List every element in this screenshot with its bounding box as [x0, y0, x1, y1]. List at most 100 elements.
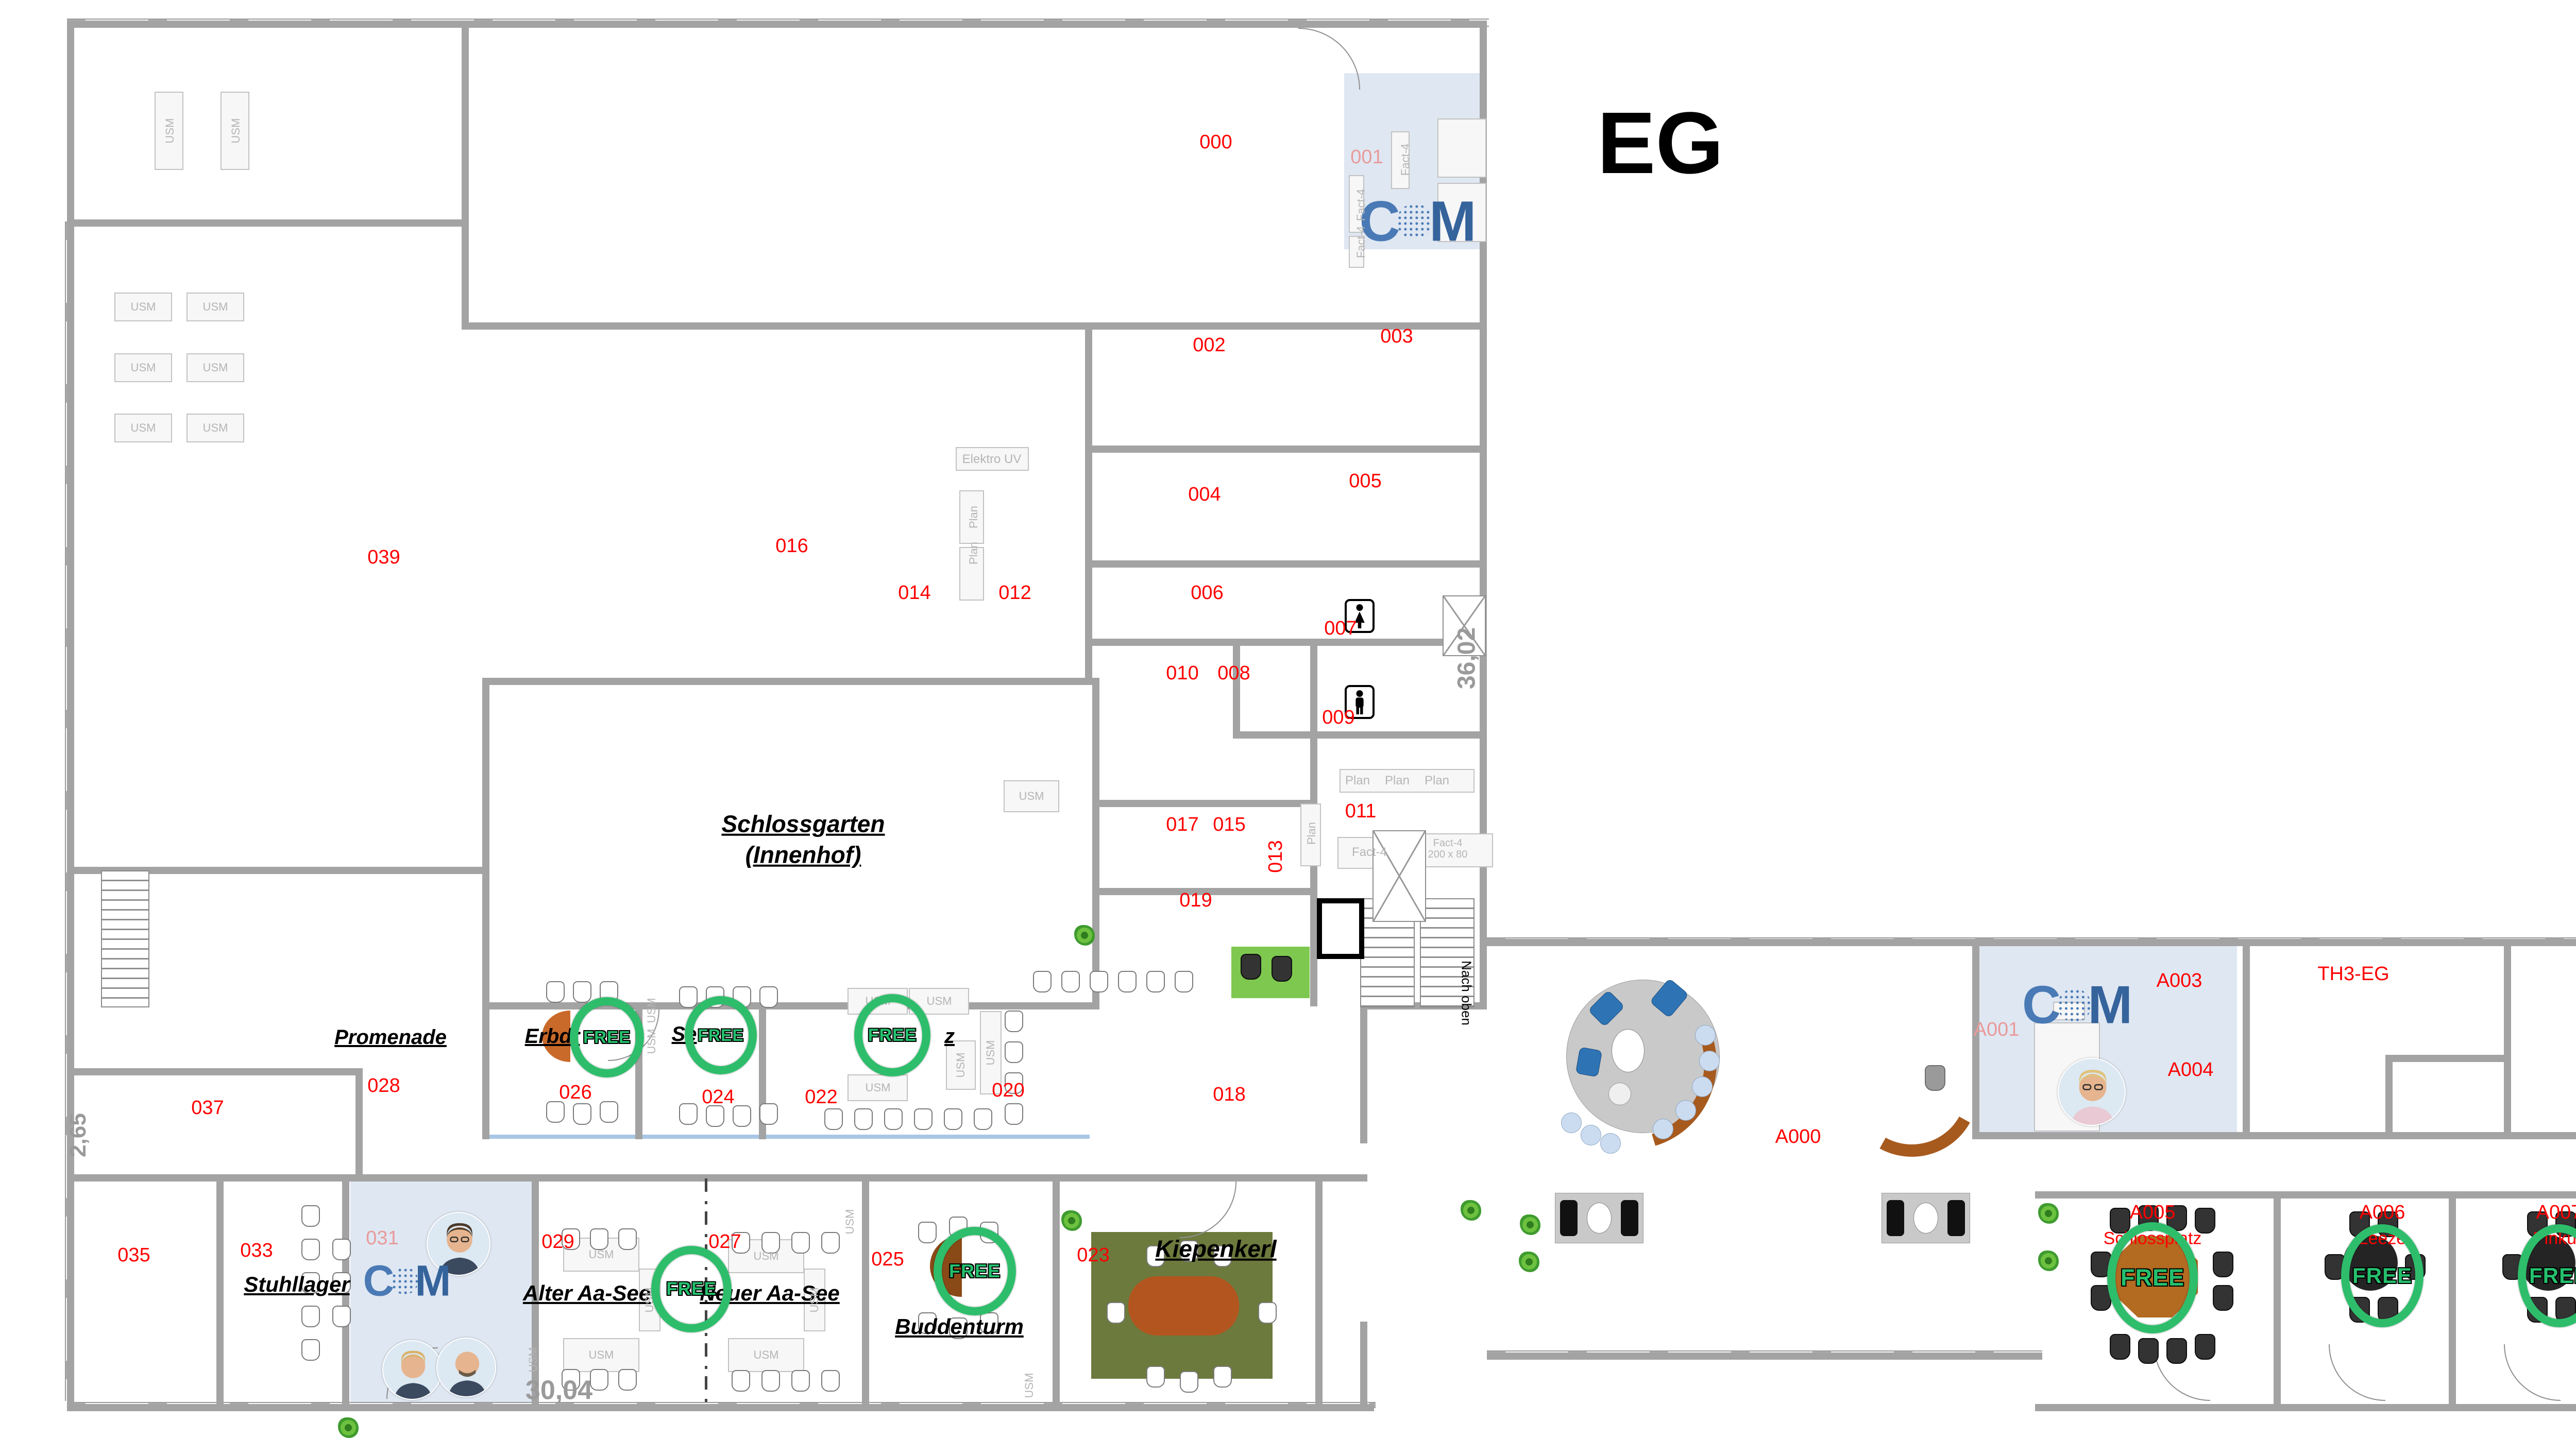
free-badge[interactable]: FREE [2107, 1222, 2198, 1333]
free-badge[interactable]: FREE [685, 996, 757, 1074]
sofa [1621, 1200, 1638, 1236]
room-number-label: A005 [2129, 1202, 2176, 1224]
room-name-label: Stuhllager [244, 1272, 350, 1296]
door-arc [1298, 28, 1360, 90]
wall [482, 678, 1099, 685]
free-badge-label: FREE [948, 1260, 1001, 1281]
door-arc [1180, 1182, 1236, 1238]
chair [759, 986, 778, 1008]
room-number-label: 035 [117, 1244, 150, 1266]
furniture-label: Plan [967, 505, 980, 529]
room-number-label: 023 [1077, 1244, 1110, 1266]
furniture-label: Plan [1304, 821, 1318, 845]
room-number-label: 005 [1349, 470, 1382, 492]
dimension-label: 2,65 [65, 1113, 91, 1157]
com-logo-m: M [1429, 190, 1477, 253]
wall [2504, 939, 2511, 1139]
room-number-label: A001 [1973, 1019, 2020, 1041]
chair [1005, 1011, 1023, 1032]
chair [1090, 971, 1108, 992]
wall [1053, 1174, 1060, 1404]
room-number-label: 026 [559, 1082, 592, 1104]
chair [1146, 1245, 1165, 1267]
chair [1033, 971, 1052, 992]
furniture-label: Fact-4 [1398, 143, 1412, 176]
room-name-label: Promenade [334, 1026, 447, 1049]
plant-icon [1074, 925, 1095, 946]
furniture-box [114, 353, 172, 382]
stairs [1420, 898, 1475, 1007]
chair [332, 1239, 351, 1260]
room-name-label: Alter Aa-See [522, 1280, 651, 1305]
room-number-label: 015 [1213, 814, 1246, 836]
chair [2195, 1208, 2215, 1234]
furniture-label: USM [1019, 789, 1044, 802]
furniture-box [155, 92, 183, 170]
chair [2213, 1285, 2233, 1311]
chair [2213, 1252, 2233, 1277]
wall [2035, 1191, 2576, 1199]
wall [1233, 639, 1240, 739]
free-badge[interactable]: FREE [2341, 1224, 2424, 1327]
wall [67, 1404, 1374, 1411]
room-number-label: 011 [1345, 800, 1377, 823]
chair [301, 1205, 320, 1227]
furniture-box [804, 1269, 825, 1331]
elevator-shaft [1317, 898, 1364, 959]
window-strip [487, 1135, 1090, 1139]
wall [355, 1068, 363, 1174]
chair [733, 1105, 751, 1127]
wall [67, 867, 489, 874]
lounge-table [1612, 1029, 1645, 1072]
free-badge[interactable]: FREE [2518, 1224, 2576, 1327]
furniture-label: USM [202, 361, 228, 374]
free-badge[interactable]: FREE [934, 1227, 1016, 1315]
furniture-label: USM [645, 1029, 658, 1054]
wall [1976, 1132, 2576, 1139]
furniture-box [1349, 175, 1364, 233]
room-number-label: 001 [1350, 146, 1383, 168]
chair [2166, 1338, 2187, 1364]
free-badge[interactable]: FREE [651, 1246, 732, 1332]
room-number-label: 008 [1217, 662, 1250, 684]
stool [1581, 1125, 1601, 1145]
free-badge[interactable]: FREE [854, 994, 930, 1076]
door-arc [2329, 1344, 2385, 1401]
room-number-label: 022 [805, 1086, 838, 1108]
com-logo-m: M [2088, 975, 2133, 1035]
furniture-label: USM [1022, 1373, 1036, 1398]
furniture-label: USM [130, 421, 156, 434]
chair [1146, 1366, 1165, 1388]
plant-icon [338, 1417, 359, 1438]
stool [1692, 1076, 1713, 1097]
wall [1487, 939, 2576, 946]
chair [1175, 971, 1193, 992]
free-badge-label: FREE [2120, 1264, 2184, 1291]
furniture-label: USM [130, 300, 156, 313]
free-badge[interactable]: FREE [570, 997, 644, 1077]
com-logo-c: C [2022, 975, 2061, 1035]
chair [1005, 1103, 1023, 1125]
chair [1146, 971, 1165, 992]
chair [2110, 1208, 2130, 1234]
chair [732, 1370, 750, 1392]
chair [1925, 1065, 1945, 1091]
chair [914, 1108, 933, 1130]
dimension-label: 36,02 [1453, 627, 1481, 690]
furniture-box [959, 547, 984, 601]
wc-women-icon [1345, 599, 1375, 633]
wall [1315, 1174, 1323, 1404]
room-name-label: z [944, 1025, 955, 1048]
room-number-label: 002 [1193, 334, 1226, 356]
wall [67, 1174, 1367, 1182]
stairs [101, 870, 149, 1007]
room-number-label: 027 [708, 1231, 741, 1253]
plant-icon [1519, 1252, 1539, 1272]
wall [482, 1002, 1099, 1009]
furniture-box [187, 293, 244, 321]
com-logo-c: C [363, 1256, 395, 1305]
dimension-label: 30,04 [525, 1375, 593, 1406]
furniture-label: Elektro UV [962, 452, 1022, 466]
wall [2449, 1191, 2456, 1411]
